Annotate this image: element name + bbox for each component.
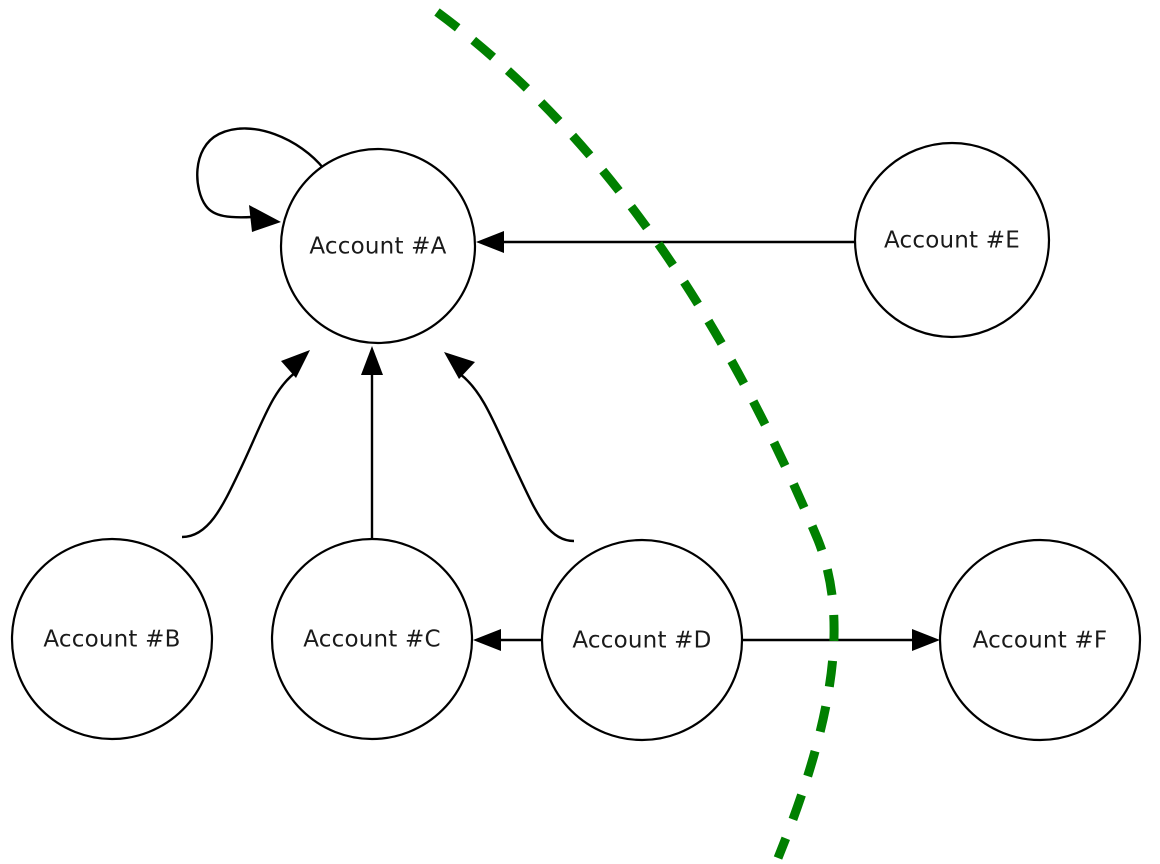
node-account-b-circle [10,537,214,741]
node-account-b-label: Account #B [43,627,180,653]
edge-D-to-C-arrowhead [473,629,501,651]
edge-D-to-C[interactable] [473,629,543,651]
edge-B-to-A-arrowhead [281,350,310,378]
node-account-d-circle [540,538,744,742]
node-account-b[interactable]: Account #B [10,537,214,741]
node-account-f-circle [938,538,1142,742]
edge-E-to-A[interactable] [476,231,855,253]
node-account-a[interactable]: Account #A [279,147,477,345]
edge-D-to-A-line [459,373,575,543]
node-group: Account #A Account #B Account #C Account… [10,141,1142,742]
node-account-e-circle [853,141,1051,339]
edge-A-self-loop-arrowhead [249,205,281,232]
edge-E-to-A-arrowhead [476,231,504,253]
edge-group [181,127,940,651]
edge-A-self-loop-line [196,127,325,219]
edge-A-to-A-self-loop[interactable] [196,127,325,232]
edge-D-to-F-arrowhead [912,629,940,651]
node-account-a-label: Account #A [309,234,446,260]
node-account-a-circle [279,147,477,345]
edge-D-to-A-arrowhead [444,352,475,379]
edge-B-to-A[interactable] [181,350,310,539]
edge-D-to-F[interactable] [742,629,940,651]
edge-D-to-A[interactable] [444,352,575,543]
node-account-c[interactable]: Account #C [270,537,474,741]
node-account-d[interactable]: Account #D [540,538,744,742]
node-account-f[interactable]: Account #F [938,538,1142,742]
edge-C-to-A-arrowhead [361,346,383,375]
node-account-e-label: Account #E [884,228,1020,254]
edge-C-to-A[interactable] [361,346,383,539]
node-account-c-label: Account #C [303,627,441,653]
node-account-d-label: Account #D [572,628,711,654]
node-account-c-circle [270,537,474,741]
node-account-e[interactable]: Account #E [853,141,1051,339]
edge-B-to-A-line [181,371,297,539]
node-account-f-label: Account #F [973,628,1108,654]
